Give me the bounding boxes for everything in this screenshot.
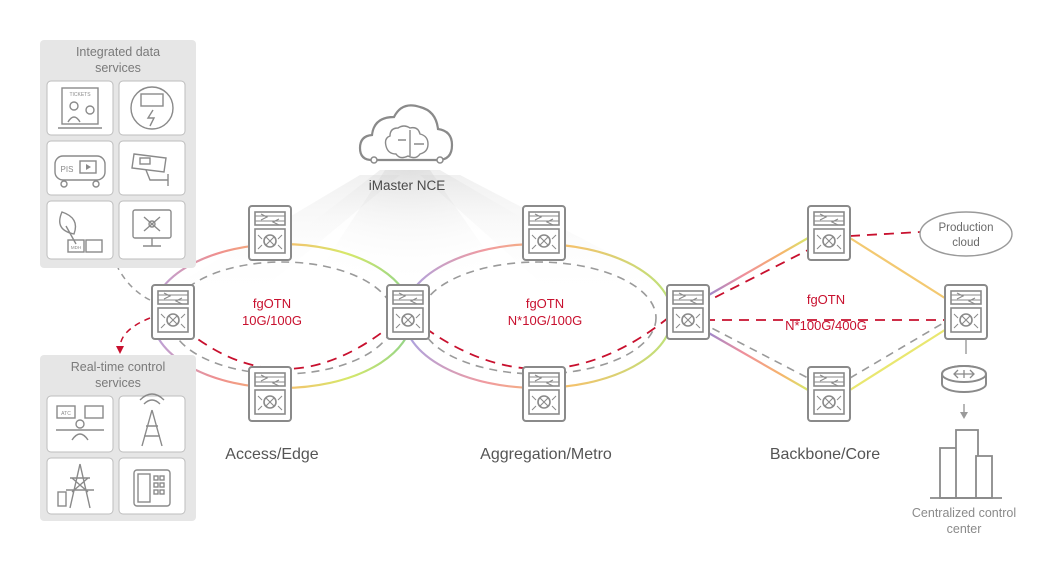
agg-top-device [522,205,566,261]
svg-text:TICKETS: TICKETS [69,92,91,98]
tower-tile [118,395,186,453]
layer-access-label: Access/Edge [225,446,318,463]
network-monitor-tile [118,200,186,260]
ticket-tile [46,80,114,136]
backbone-tech-label: fgOTN [807,292,845,307]
access-top-device [248,205,292,261]
radio-tower-icon [139,393,165,447]
production-cloud-line2: cloud [952,237,980,249]
integrated-title-line1: Integrated data [76,45,160,59]
production-cloud: Production cloud [919,211,1013,257]
atc-console-icon: ATC [56,405,104,441]
ticket-machine-icon: TICKETS [58,87,102,129]
controller-label: iMaster NCE [369,178,446,193]
control-center-line1: Centralized control [912,506,1016,520]
atc-tile [46,395,114,453]
brain-icon [384,125,429,159]
ring-labels: fgOTN 10G/100G fgOTN N*10G/100G fgOTN N*… [242,292,867,333]
agg-bottom-device [522,366,566,422]
control-center-line2: center [947,522,982,536]
satellite-tile [46,200,114,260]
access-bottom-device [248,366,292,422]
agg-backbone-junction-device [666,284,710,340]
aggregation-rate-label: N*10G/100G [508,313,582,328]
realtime-title-line1: Real-time control [71,360,165,374]
realtime-control-panel: Real-time control services ATC [40,355,196,521]
meter-tile [118,80,186,136]
pis-bus-icon: PIS [54,155,106,188]
integrated-title-line2: services [95,61,141,75]
backbone-bottom-device [807,366,851,422]
access-left-device [151,284,195,340]
layer-aggregation-label: Aggregation/Metro [480,446,612,463]
realtime-title-line2: services [95,376,141,390]
service-arrows [114,259,151,354]
production-cloud-line1: Production [939,222,994,234]
network-monitor-icon [132,209,172,247]
access-rate-label: 10G/100G [242,313,302,328]
backbone-right-device [944,284,988,340]
power-meter-icon [130,86,174,130]
backbone-links [699,231,949,391]
dispatch-tile [118,457,186,515]
access-tech-label: fgOTN [253,296,291,311]
access-agg-junction-device [386,284,430,340]
satellite-dish-icon: MDH [59,211,103,253]
svg-text:MDH: MDH [71,245,81,250]
aggregation-tech-label: fgOTN [526,296,564,311]
imaster-nce-controller: iMaster NCE [358,104,454,193]
backbone-top-device [807,205,851,261]
camera-tile [118,140,186,196]
pylon-tile [46,457,114,515]
svg-text:PIS: PIS [61,165,74,174]
svg-text:ATC: ATC [61,411,71,417]
power-pylon-icon [57,463,94,509]
surveillance-camera-icon [131,153,169,186]
backbone-rate-label: N*100G/400G [785,318,867,333]
integrated-data-panel: Integrated data services TICKETS [40,40,196,268]
layer-backbone-label: Backbone/Core [770,446,880,463]
layer-labels: Access/Edge Aggregation/Metro Backbone/C… [225,446,880,463]
dispatch-phone-icon [133,469,171,507]
building-icon [930,429,1002,499]
router-and-center: Centralized control center [912,340,1016,536]
